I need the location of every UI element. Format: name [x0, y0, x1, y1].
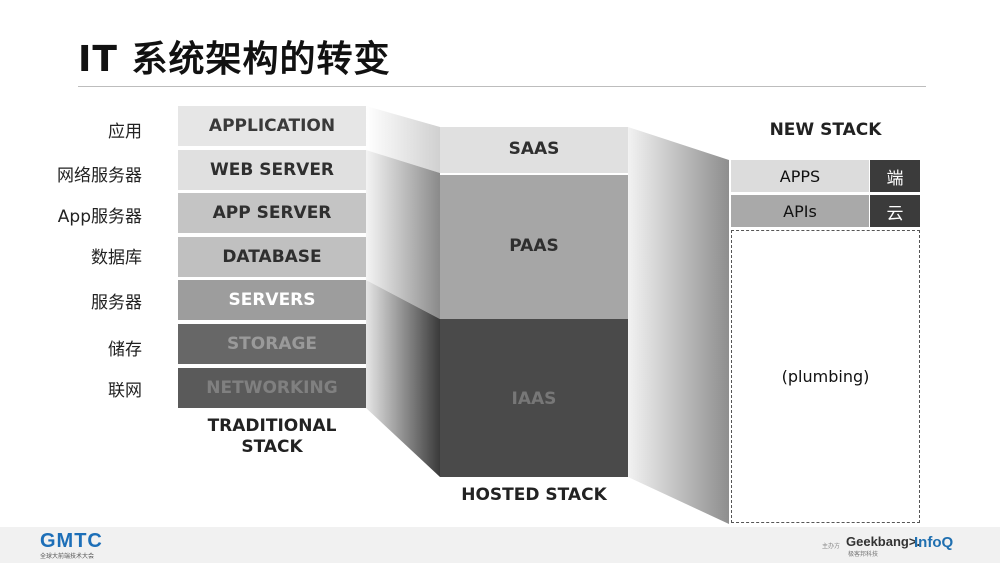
- plumbing-label: (plumbing): [781, 367, 870, 386]
- cn-label-database: 数据库: [91, 248, 142, 268]
- cn-label-storage: 储存: [108, 340, 142, 360]
- layer-database: DATABASE: [178, 237, 366, 277]
- connector-new-stack: [628, 127, 729, 524]
- new-stack-plumbing: (plumbing): [731, 230, 920, 523]
- cn-label-application: 应用: [108, 122, 142, 142]
- connector-iaas: [366, 280, 440, 477]
- traditional-stack-caption: TRADITIONAL STACK: [178, 416, 366, 458]
- footer-bar: [0, 527, 1000, 563]
- hosted-iaas: IAAS: [440, 319, 628, 477]
- connector-saas: [366, 106, 440, 173]
- hosted-saas: SAAS: [440, 127, 628, 173]
- new-stack-heading: NEW STACK: [769, 120, 882, 140]
- traditional-caption-line1: TRADITIONAL: [207, 416, 337, 436]
- cn-label-networking: 联网: [108, 381, 142, 401]
- cn-label-web-server: 网络服务器: [57, 166, 142, 186]
- geekbang-cn-label: 极客邦科技: [848, 551, 879, 558]
- geekbang-logo: Geekbang>.: [846, 534, 921, 549]
- new-stack-apps: APPS: [731, 160, 869, 192]
- layer-application: APPLICATION: [178, 106, 366, 146]
- layer-web-server: WEB SERVER: [178, 150, 366, 190]
- cn-label-servers: 服务器: [91, 293, 142, 313]
- new-stack-apps-tag: 端: [870, 160, 920, 192]
- hosted-stack-caption: HOSTED STACK: [461, 485, 607, 505]
- cn-label-app-server: App服务器: [57, 207, 142, 227]
- gmtc-subtitle: 全球大前端技术大会: [40, 553, 95, 560]
- layer-servers: SERVERS: [178, 280, 366, 320]
- layer-storage: STORAGE: [178, 324, 366, 364]
- hosted-paas: PAAS: [440, 175, 628, 319]
- gmtc-logo: GMTC: [40, 530, 103, 552]
- layer-networking: NETWORKING: [178, 368, 366, 408]
- connector-paas: [366, 150, 440, 319]
- title-divider: [78, 86, 926, 87]
- layer-app-server: APP SERVER: [178, 193, 366, 233]
- new-stack-apis-tag: 云: [870, 195, 920, 227]
- traditional-caption-line2: STACK: [241, 437, 303, 457]
- new-stack-apis: APIs: [731, 195, 869, 227]
- organizer-label: 主办方: [822, 543, 841, 550]
- page-title: IT 系统架构的转变: [78, 39, 391, 80]
- infoq-logo: InfoQ: [914, 534, 954, 551]
